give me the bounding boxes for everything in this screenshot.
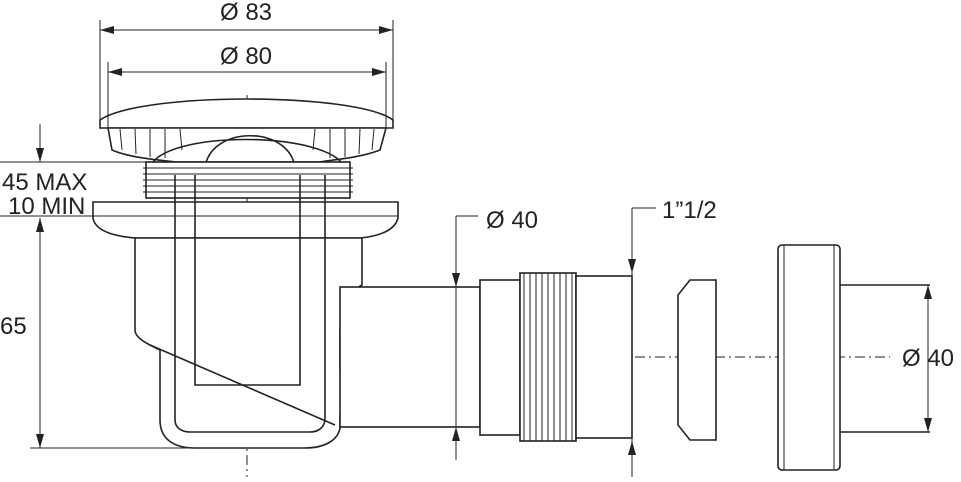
dimension-connector-d40: Ø 40 (902, 285, 954, 432)
label-45-max: 45 MAX (2, 169, 87, 196)
dimension-height-range: 45 MAX 10 MIN (0, 124, 146, 220)
nut-connector (777, 244, 930, 471)
seal-ring (677, 279, 717, 441)
dimension-d83: Ø 83 (99, 0, 394, 120)
label-thread: 1”1/2 (662, 197, 717, 224)
label-d80: Ø 80 (220, 43, 272, 70)
label-10-min: 10 MIN (8, 193, 85, 220)
label-outlet-d40: Ø 40 (486, 207, 538, 234)
label-connector-d40: Ø 40 (902, 345, 954, 372)
trap-body (134, 175, 363, 449)
dimension-65: 65 (0, 218, 195, 449)
label-d83: Ø 83 (220, 0, 272, 26)
trap-flange (92, 201, 399, 239)
threaded-neck (143, 161, 353, 199)
dimension-thread: 1”1/2 (628, 197, 717, 477)
dimension-outlet-d40: Ø 40 (452, 207, 538, 460)
trap-cap (99, 98, 394, 169)
outlet-pipe (339, 272, 633, 442)
label-65: 65 (0, 313, 27, 340)
dimension-d80: Ø 80 (107, 43, 387, 128)
